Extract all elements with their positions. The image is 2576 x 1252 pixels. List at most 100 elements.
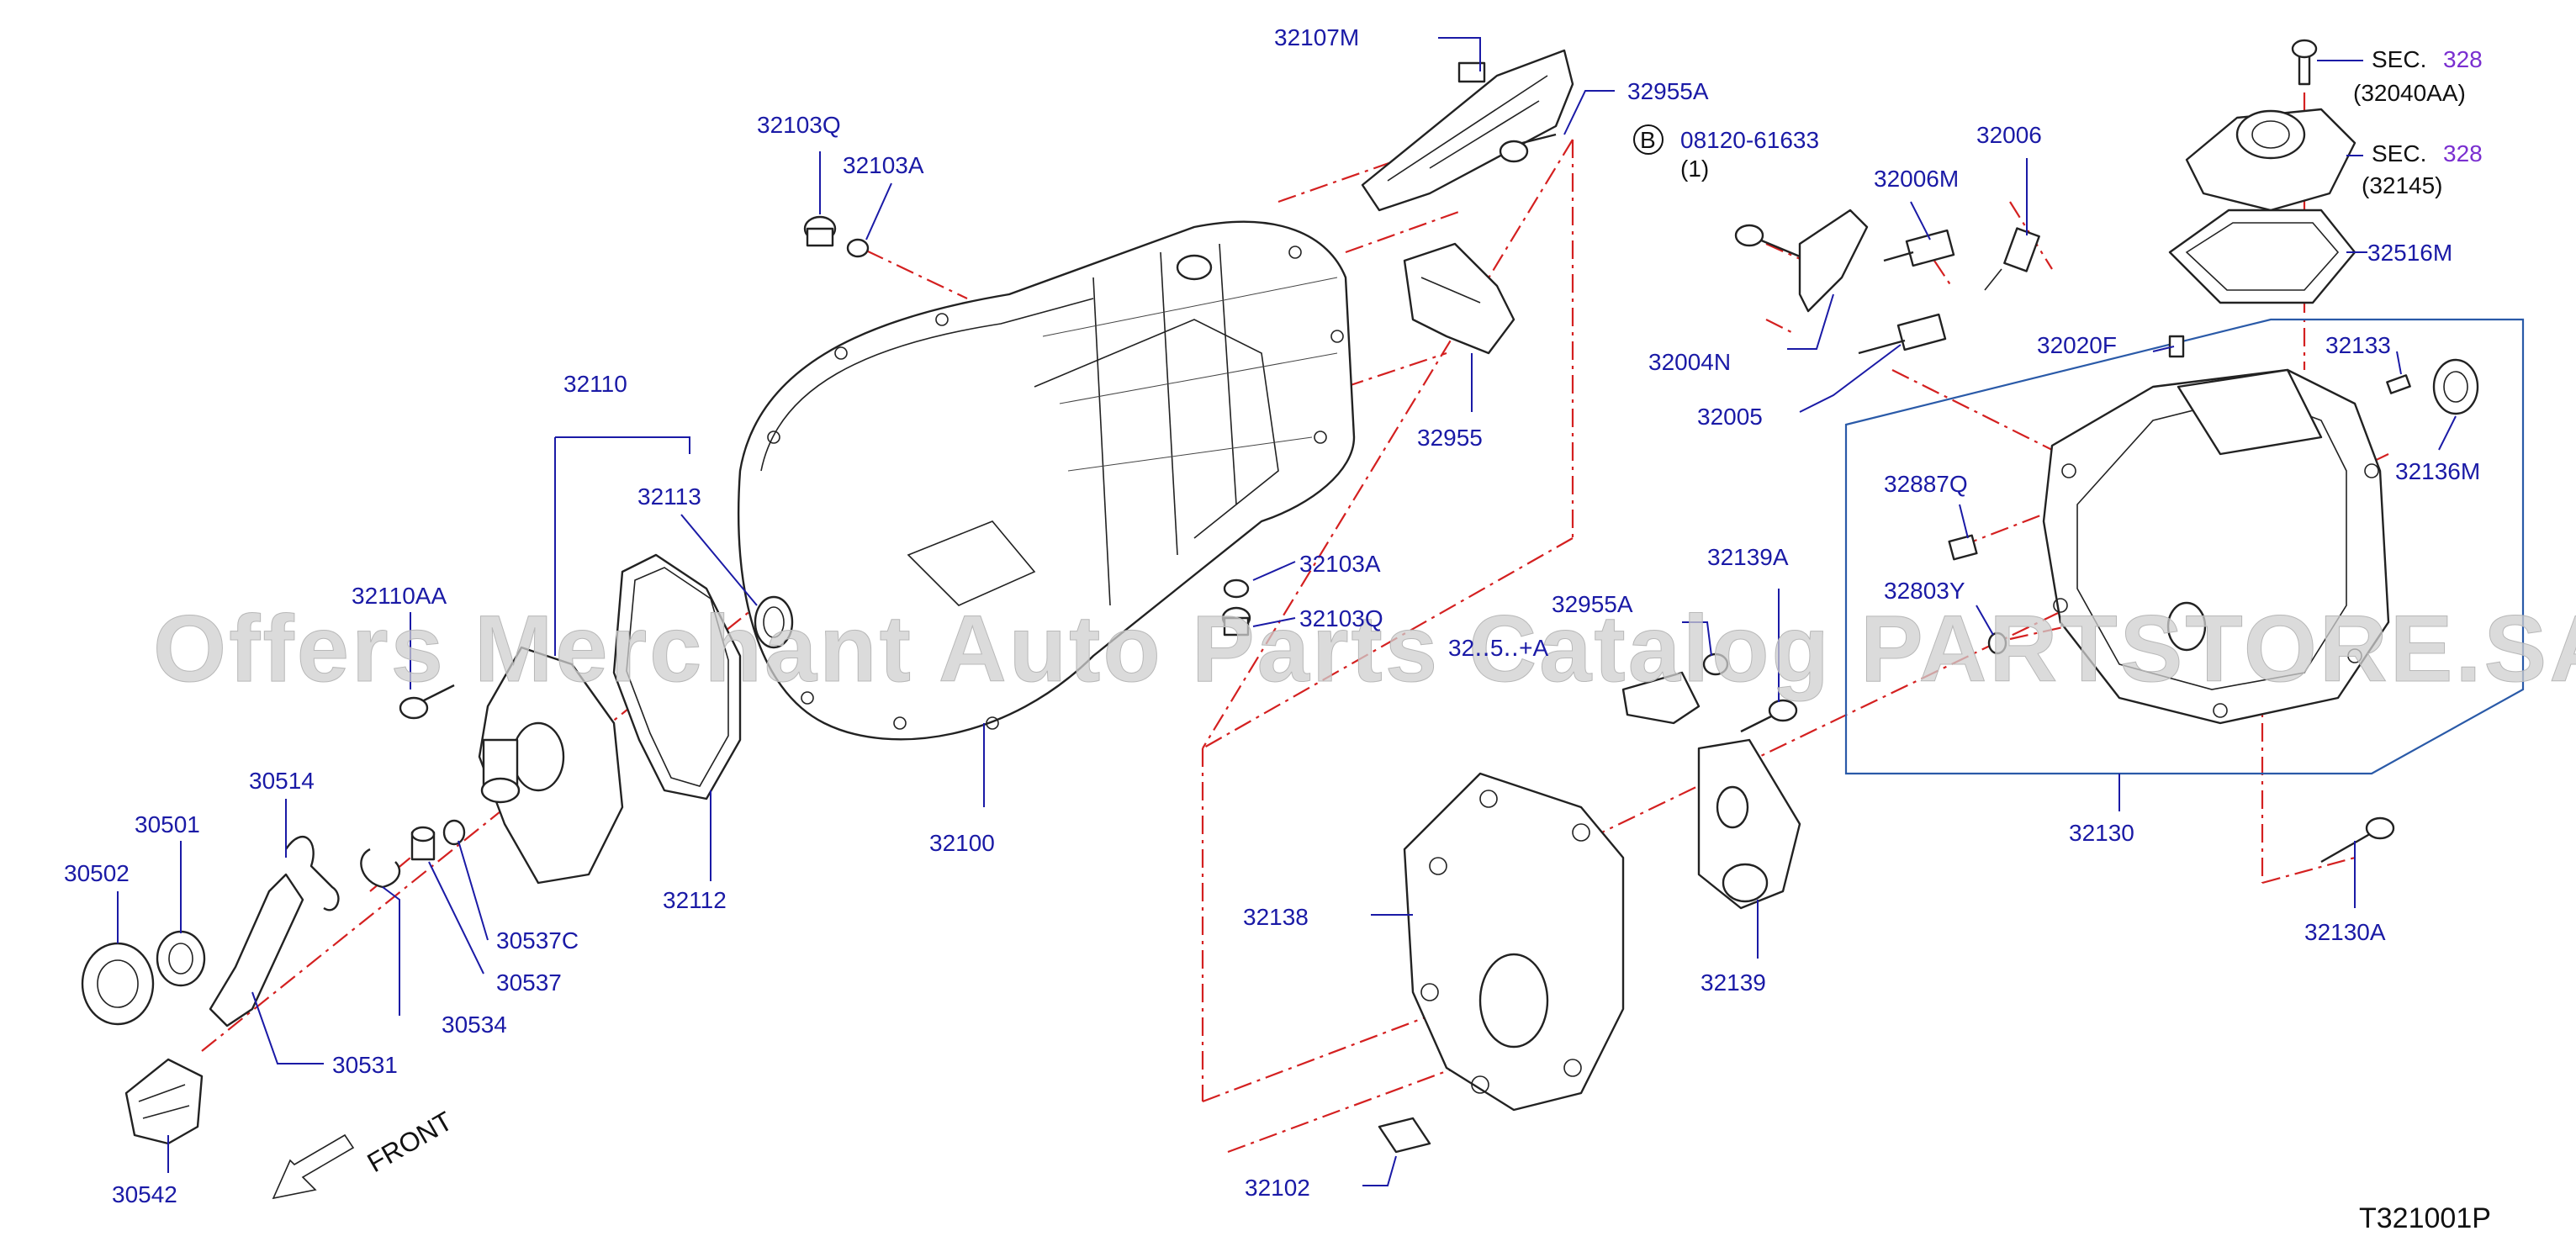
label-32139A[interactable]: 32139A xyxy=(1707,544,1789,570)
label-32020F[interactable]: 32020F xyxy=(2037,332,2117,358)
badge-B-letter: B xyxy=(1640,127,1656,153)
label-32955A-obscured[interactable]: 32‥5‥+A xyxy=(1448,635,1548,661)
label-32955A-mid[interactable]: 32955A xyxy=(1552,591,1633,617)
bolt-32955A-top xyxy=(1499,133,1557,163)
label-32130A[interactable]: 32130A xyxy=(2304,919,2386,945)
label-32112[interactable]: 32112 xyxy=(663,887,727,913)
diagram-code: T321001P xyxy=(2359,1202,2491,1234)
bolt-32110AA xyxy=(399,684,455,720)
section-ref-32145[interactable]: SEC. 328 (32145) xyxy=(2362,140,2483,198)
switch-32006M xyxy=(1883,229,1955,267)
clip-30514 xyxy=(285,836,340,911)
pivot-30537 xyxy=(410,826,436,861)
label-32110AA[interactable]: 32110AA xyxy=(352,583,447,609)
label-30531[interactable]: 30531 xyxy=(332,1052,398,1078)
label-30537C[interactable]: 30537C xyxy=(496,927,579,954)
label-32103A-mid[interactable]: 32103A xyxy=(1299,551,1381,577)
bolt-32139A xyxy=(1740,699,1798,733)
bearing-30501 xyxy=(156,930,206,987)
seal-30502 xyxy=(81,942,155,1026)
adapter-case-32130 xyxy=(2042,368,2390,725)
gasket-32516M xyxy=(2168,209,2356,304)
label-32006[interactable]: 32006 xyxy=(1976,122,2042,148)
leader-lines xyxy=(117,37,2457,1186)
label-32110[interactable]: 32110 xyxy=(563,371,627,397)
fork-30531 xyxy=(209,873,304,1027)
clip-30534 xyxy=(360,848,401,889)
label-32138[interactable]: 32138 xyxy=(1243,904,1309,930)
label-32113[interactable]: 32113 xyxy=(637,483,701,510)
label-32887Q[interactable]: 32887Q xyxy=(1884,471,1968,497)
washer-32103A-top xyxy=(846,238,870,258)
sec2-ref: (32145) xyxy=(2362,172,2443,198)
label-30542[interactable]: 30542 xyxy=(112,1181,177,1207)
label-32803Y[interactable]: 32803Y xyxy=(1884,578,1965,604)
extension-case-32138 xyxy=(1403,772,1625,1112)
switch-32005 xyxy=(1858,313,1947,355)
seal-32113 xyxy=(754,595,794,649)
label-32103A-top[interactable]: 32103A xyxy=(843,152,924,178)
plug-32103Q-top xyxy=(803,215,837,247)
pin-32020F xyxy=(2168,335,2185,358)
label-32955A-top[interactable]: 32955A xyxy=(1627,78,1709,104)
ring-32803Y xyxy=(1987,631,2007,655)
watermark-text: Offers Merchant Auto Parts Catalog PARTS… xyxy=(153,596,2576,701)
badge-circle-B xyxy=(1633,124,1664,155)
group-box-32130 xyxy=(1844,318,2525,775)
bolt-32955A-mid xyxy=(1702,652,1729,676)
part-labels: 32107M 32955A 32103Q 32103A 32110 32113 … xyxy=(64,24,2483,1207)
label-32102[interactable]: 32102 xyxy=(1245,1175,1310,1201)
sec1-ref: (32040AA) xyxy=(2353,80,2466,106)
bolt-sec328-32040AA xyxy=(2291,39,2318,86)
boot-30542 xyxy=(124,1058,204,1145)
label-32139[interactable]: 32139 xyxy=(1701,969,1766,996)
bracket-32955A-mid xyxy=(1621,671,1701,725)
label-30501[interactable]: 30501 xyxy=(135,811,200,837)
label-32136M[interactable]: 32136M xyxy=(2395,458,2480,484)
bushing-32887Q xyxy=(1948,534,1978,561)
block-32102 xyxy=(1378,1117,1431,1154)
transmission-case-32100 xyxy=(737,220,1356,741)
bolt-32130A xyxy=(2320,816,2395,864)
label-32107M[interactable]: 32107M xyxy=(1274,24,1359,50)
pin-32133 xyxy=(2386,374,2411,394)
sec1-label: SEC. xyxy=(2372,46,2426,72)
label-32005[interactable]: 32005 xyxy=(1697,404,1763,430)
plate-32139 xyxy=(1697,738,1801,910)
cover-sec328-32145 xyxy=(2185,108,2356,212)
label-30502[interactable]: 30502 xyxy=(64,860,130,886)
label-32100[interactable]: 32100 xyxy=(929,830,995,856)
label-32103Q-top[interactable]: 32103Q xyxy=(757,112,841,138)
sec2-number[interactable]: 328 xyxy=(2443,140,2483,166)
label-08120-quantity: (1) xyxy=(1680,156,1709,182)
label-32516M[interactable]: 32516M xyxy=(2367,240,2452,266)
plug-32103Q-mid xyxy=(1221,606,1251,637)
front-cover-32110 xyxy=(478,646,624,885)
sec2-label: SEC. xyxy=(2372,140,2426,166)
label-32004N[interactable]: 32004N xyxy=(1648,349,1731,375)
bracket-32004N xyxy=(1798,209,1869,313)
washer-30537C xyxy=(442,819,466,846)
label-32955[interactable]: 32955 xyxy=(1417,425,1483,451)
sec1-number[interactable]: 328 xyxy=(2443,46,2483,72)
front-label: FRONT xyxy=(362,1106,458,1178)
label-32130[interactable]: 32130 xyxy=(2069,820,2134,846)
front-direction-arrow xyxy=(272,1133,355,1200)
bolt-08120-61633 xyxy=(1734,224,1801,258)
label-08120-61633[interactable]: 08120-61633 xyxy=(1680,127,1819,153)
label-32006M[interactable]: 32006M xyxy=(1874,166,1959,192)
bracket-32955 xyxy=(1403,242,1515,355)
washer-32103A-mid xyxy=(1223,578,1250,599)
label-32133[interactable]: 32133 xyxy=(2325,332,2391,358)
label-30537[interactable]: 30537 xyxy=(496,969,562,996)
part-32107M xyxy=(1361,49,1574,212)
label-30534[interactable]: 30534 xyxy=(442,1012,507,1038)
label-08120-61633-group[interactable]: B 08120-61633 (1) xyxy=(1633,124,1819,182)
section-ref-32040AA[interactable]: SEC. 328 (32040AA) xyxy=(2353,46,2483,106)
label-32103Q-mid[interactable]: 32103Q xyxy=(1299,605,1383,631)
label-30514[interactable]: 30514 xyxy=(249,768,315,794)
gasket-32112 xyxy=(612,553,742,800)
seal-32136M xyxy=(2432,358,2479,415)
